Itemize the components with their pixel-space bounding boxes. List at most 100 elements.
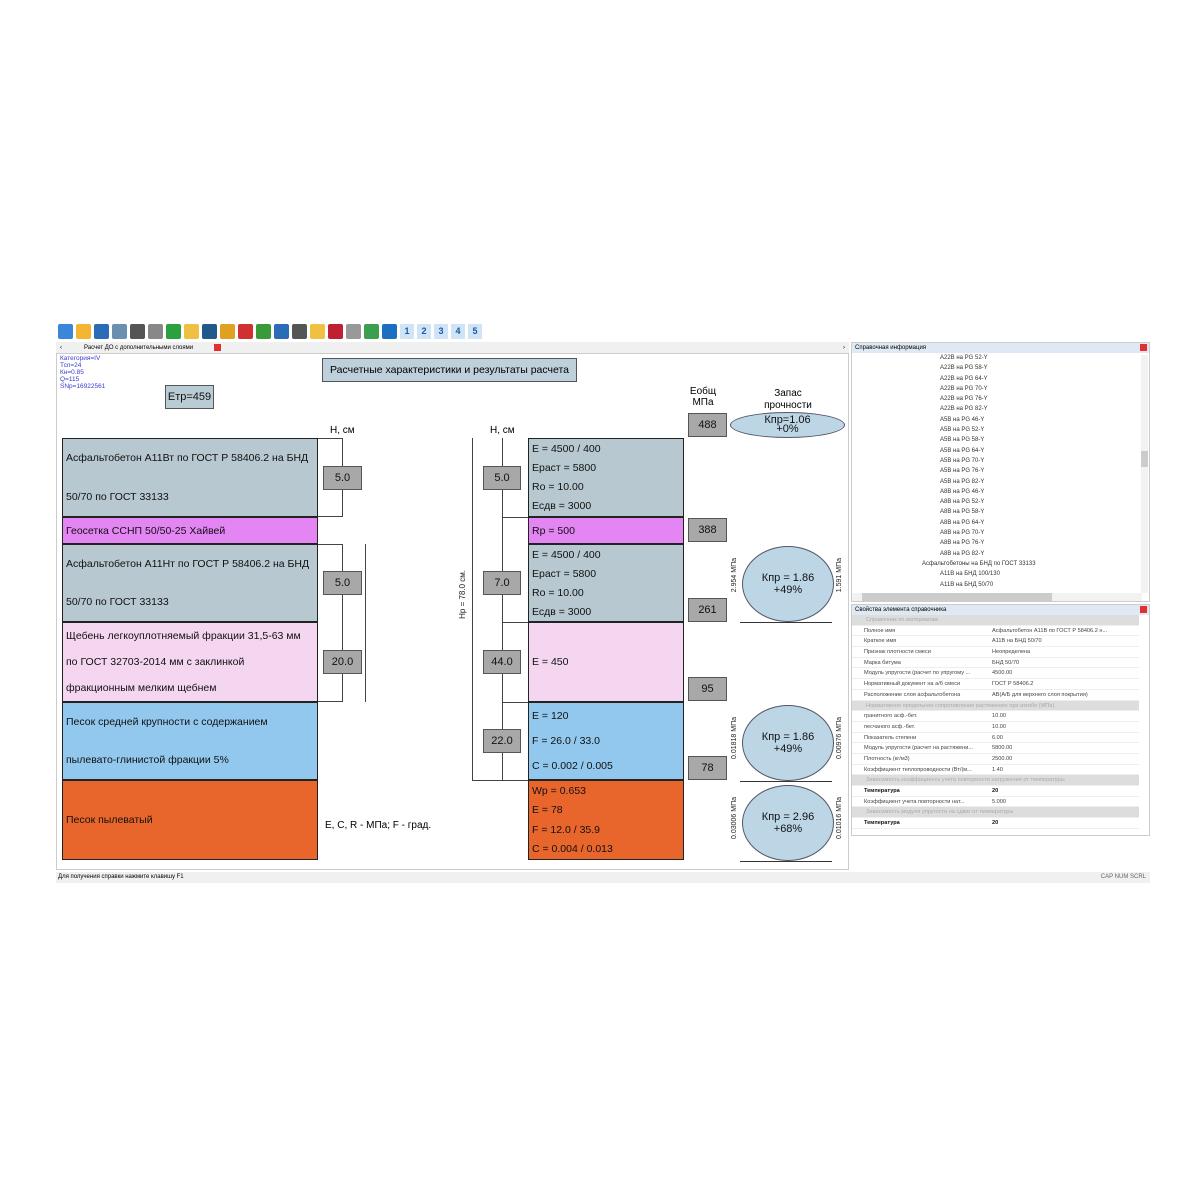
param: Кн=0.85 (60, 369, 84, 376)
layer-5[interactable]: Песок пылеватый (62, 780, 318, 860)
page-button-3[interactable]: 3 (434, 323, 448, 339)
layer-0[interactable]: Асфальтобетон А11Вт по ГОСТ Р 58406.2 на… (62, 438, 318, 517)
thickness-box[interactable]: 22.0 (483, 729, 521, 753)
thickness-box[interactable]: 5.0 (323, 571, 362, 595)
tree-item[interactable]: А8В на PG 64-Y (940, 519, 985, 526)
tree-item[interactable]: А11В на БНД 50/70 (940, 581, 994, 588)
layer-1[interactable]: Геосетка ССНП 50/50-25 Хайвей (62, 517, 318, 544)
tree-item[interactable]: А5В на PG 58-Y (940, 437, 985, 444)
property-row[interactable]: Модуль упругости (расчет на растяжени...… (852, 743, 1139, 754)
panel-yellow-icon[interactable] (310, 323, 325, 339)
tree-item[interactable]: А5В на PG 64-Y (940, 447, 985, 454)
lines-icon[interactable] (346, 323, 361, 339)
tree-item[interactable]: А8В на PG 46-Y (940, 488, 985, 495)
weather-icon[interactable] (184, 323, 199, 339)
property-row[interactable]: гранитного асф.-бет.10.00 (852, 711, 1139, 722)
tools-icon[interactable] (202, 323, 217, 339)
property-group[interactable]: Нормативное предельное сопротивление рас… (852, 700, 1139, 712)
tree-item[interactable]: А5В на PG 82-Y (940, 478, 985, 485)
layer-param: E = 450 (532, 656, 569, 668)
tab-scroll-left[interactable]: ‹ (60, 345, 62, 351)
wheel-icon[interactable] (238, 323, 253, 339)
tree-item[interactable]: А5В на PG 52-Y (940, 427, 985, 434)
tree-item[interactable]: А22В на PG 76-Y (940, 396, 988, 403)
tree-item[interactable]: А11В на БНД 100/130 (940, 571, 1000, 578)
thickness-box[interactable]: 7.0 (483, 571, 521, 595)
tree-item[interactable]: А5В на PG 70-Y (940, 457, 985, 464)
open-folder-icon[interactable] (76, 323, 91, 339)
panel-flag-icon[interactable] (328, 323, 343, 339)
thickness-box[interactable]: 20.0 (323, 650, 362, 674)
property-row[interactable]: Коэффициент учета повторности нат...5.00… (852, 797, 1139, 808)
mid-layer-1[interactable]: Rp = 500 (528, 517, 684, 544)
tree-item[interactable]: А5В на PG 76-Y (940, 468, 985, 475)
tree-item[interactable]: А8В на PG 76-Y (940, 540, 985, 547)
close-icon[interactable] (1140, 606, 1147, 613)
check-icon[interactable] (364, 323, 379, 339)
close-icon[interactable] (1140, 344, 1147, 351)
layer-3[interactable]: Щебень легкоуплотняемый фракции 31,5-63 … (62, 622, 318, 702)
page-button-4[interactable]: 4 (451, 323, 465, 339)
print-icon[interactable] (130, 323, 145, 339)
layers-icon[interactable] (256, 323, 271, 339)
tree-item[interactable]: А22В на PG 82-Y (940, 406, 988, 413)
tree-item[interactable]: А22В на PG 64-Y (940, 375, 988, 382)
property-row[interactable]: песчаного асф.-бет.10.00 (852, 722, 1139, 733)
property-row[interactable]: Коэффициент теплопроводности (Вт/(м...1.… (852, 765, 1139, 776)
tree-item[interactable]: А8В на PG 52-Y (940, 499, 985, 506)
thickness-box[interactable]: 44.0 (483, 650, 521, 674)
tree-scrollbar[interactable] (1141, 355, 1148, 593)
tree-item[interactable]: А22В на PG 58-Y (940, 365, 988, 372)
page-button-5[interactable]: 5 (468, 323, 482, 339)
help-icon[interactable] (382, 323, 397, 339)
tree-item[interactable]: А8В на PG 82-Y (940, 550, 985, 557)
tree-group[interactable]: Асфальтобетоны на БНД по ГОСТ 33133 (922, 560, 1036, 567)
tree-item[interactable]: А8В на PG 58-Y (940, 509, 985, 516)
mid-layer-3[interactable]: E = 450 (528, 622, 684, 702)
export-icon[interactable] (112, 323, 127, 339)
property-row[interactable]: Модуль упругости (расчет по упругому ...… (852, 668, 1139, 680)
property-group[interactable]: Зависимость коэффициента учета повторнос… (852, 775, 1139, 786)
save-icon[interactable] (94, 323, 109, 339)
tab-scroll-right[interactable]: › (843, 345, 845, 351)
tree-hscrollbar[interactable] (852, 593, 1142, 601)
monitor-icon[interactable] (292, 323, 307, 339)
tree-item[interactable]: А5В на PG 46-Y (940, 416, 985, 423)
close-icon[interactable] (214, 344, 221, 351)
refresh-icon[interactable] (166, 323, 181, 339)
tree-item[interactable]: А22В на PG 70-Y (940, 385, 988, 392)
tree-item[interactable]: А22В на PG 52-Y (940, 355, 988, 361)
properties-panel: Свойства элемента справочника Справочник… (851, 604, 1150, 836)
property-group[interactable]: Справочник по материалам (852, 615, 1139, 626)
page-button-1[interactable]: 1 (400, 323, 414, 339)
stress-right: 0.01016 МПа (836, 797, 843, 840)
calculator-icon[interactable] (274, 323, 289, 339)
property-group[interactable]: Зависимость модуля упругости на сдвиг от… (852, 807, 1139, 819)
thickness-box[interactable]: 5.0 (483, 465, 521, 490)
truck-icon[interactable] (220, 323, 235, 339)
reference-tree[interactable]: А22В на PG 52-Y А22В на PG 58-Y А22В на PG… (852, 353, 1149, 591)
page-button-2[interactable]: 2 (417, 323, 431, 339)
tab-calc[interactable]: Расчет ДО с дополнительными слоями (84, 345, 194, 351)
property-row[interactable]: Плотность (кг/м3)2500.00 (852, 754, 1139, 765)
database-icon[interactable] (148, 323, 163, 339)
layer-2[interactable]: Асфальтобетон А11Нт по ГОСТ Р 58406.2 на… (62, 544, 318, 622)
new-file-icon[interactable] (58, 323, 73, 339)
thickness-box[interactable]: 5.0 (323, 465, 362, 490)
tree-item[interactable]: А8В на PG 70-Y (940, 530, 985, 537)
